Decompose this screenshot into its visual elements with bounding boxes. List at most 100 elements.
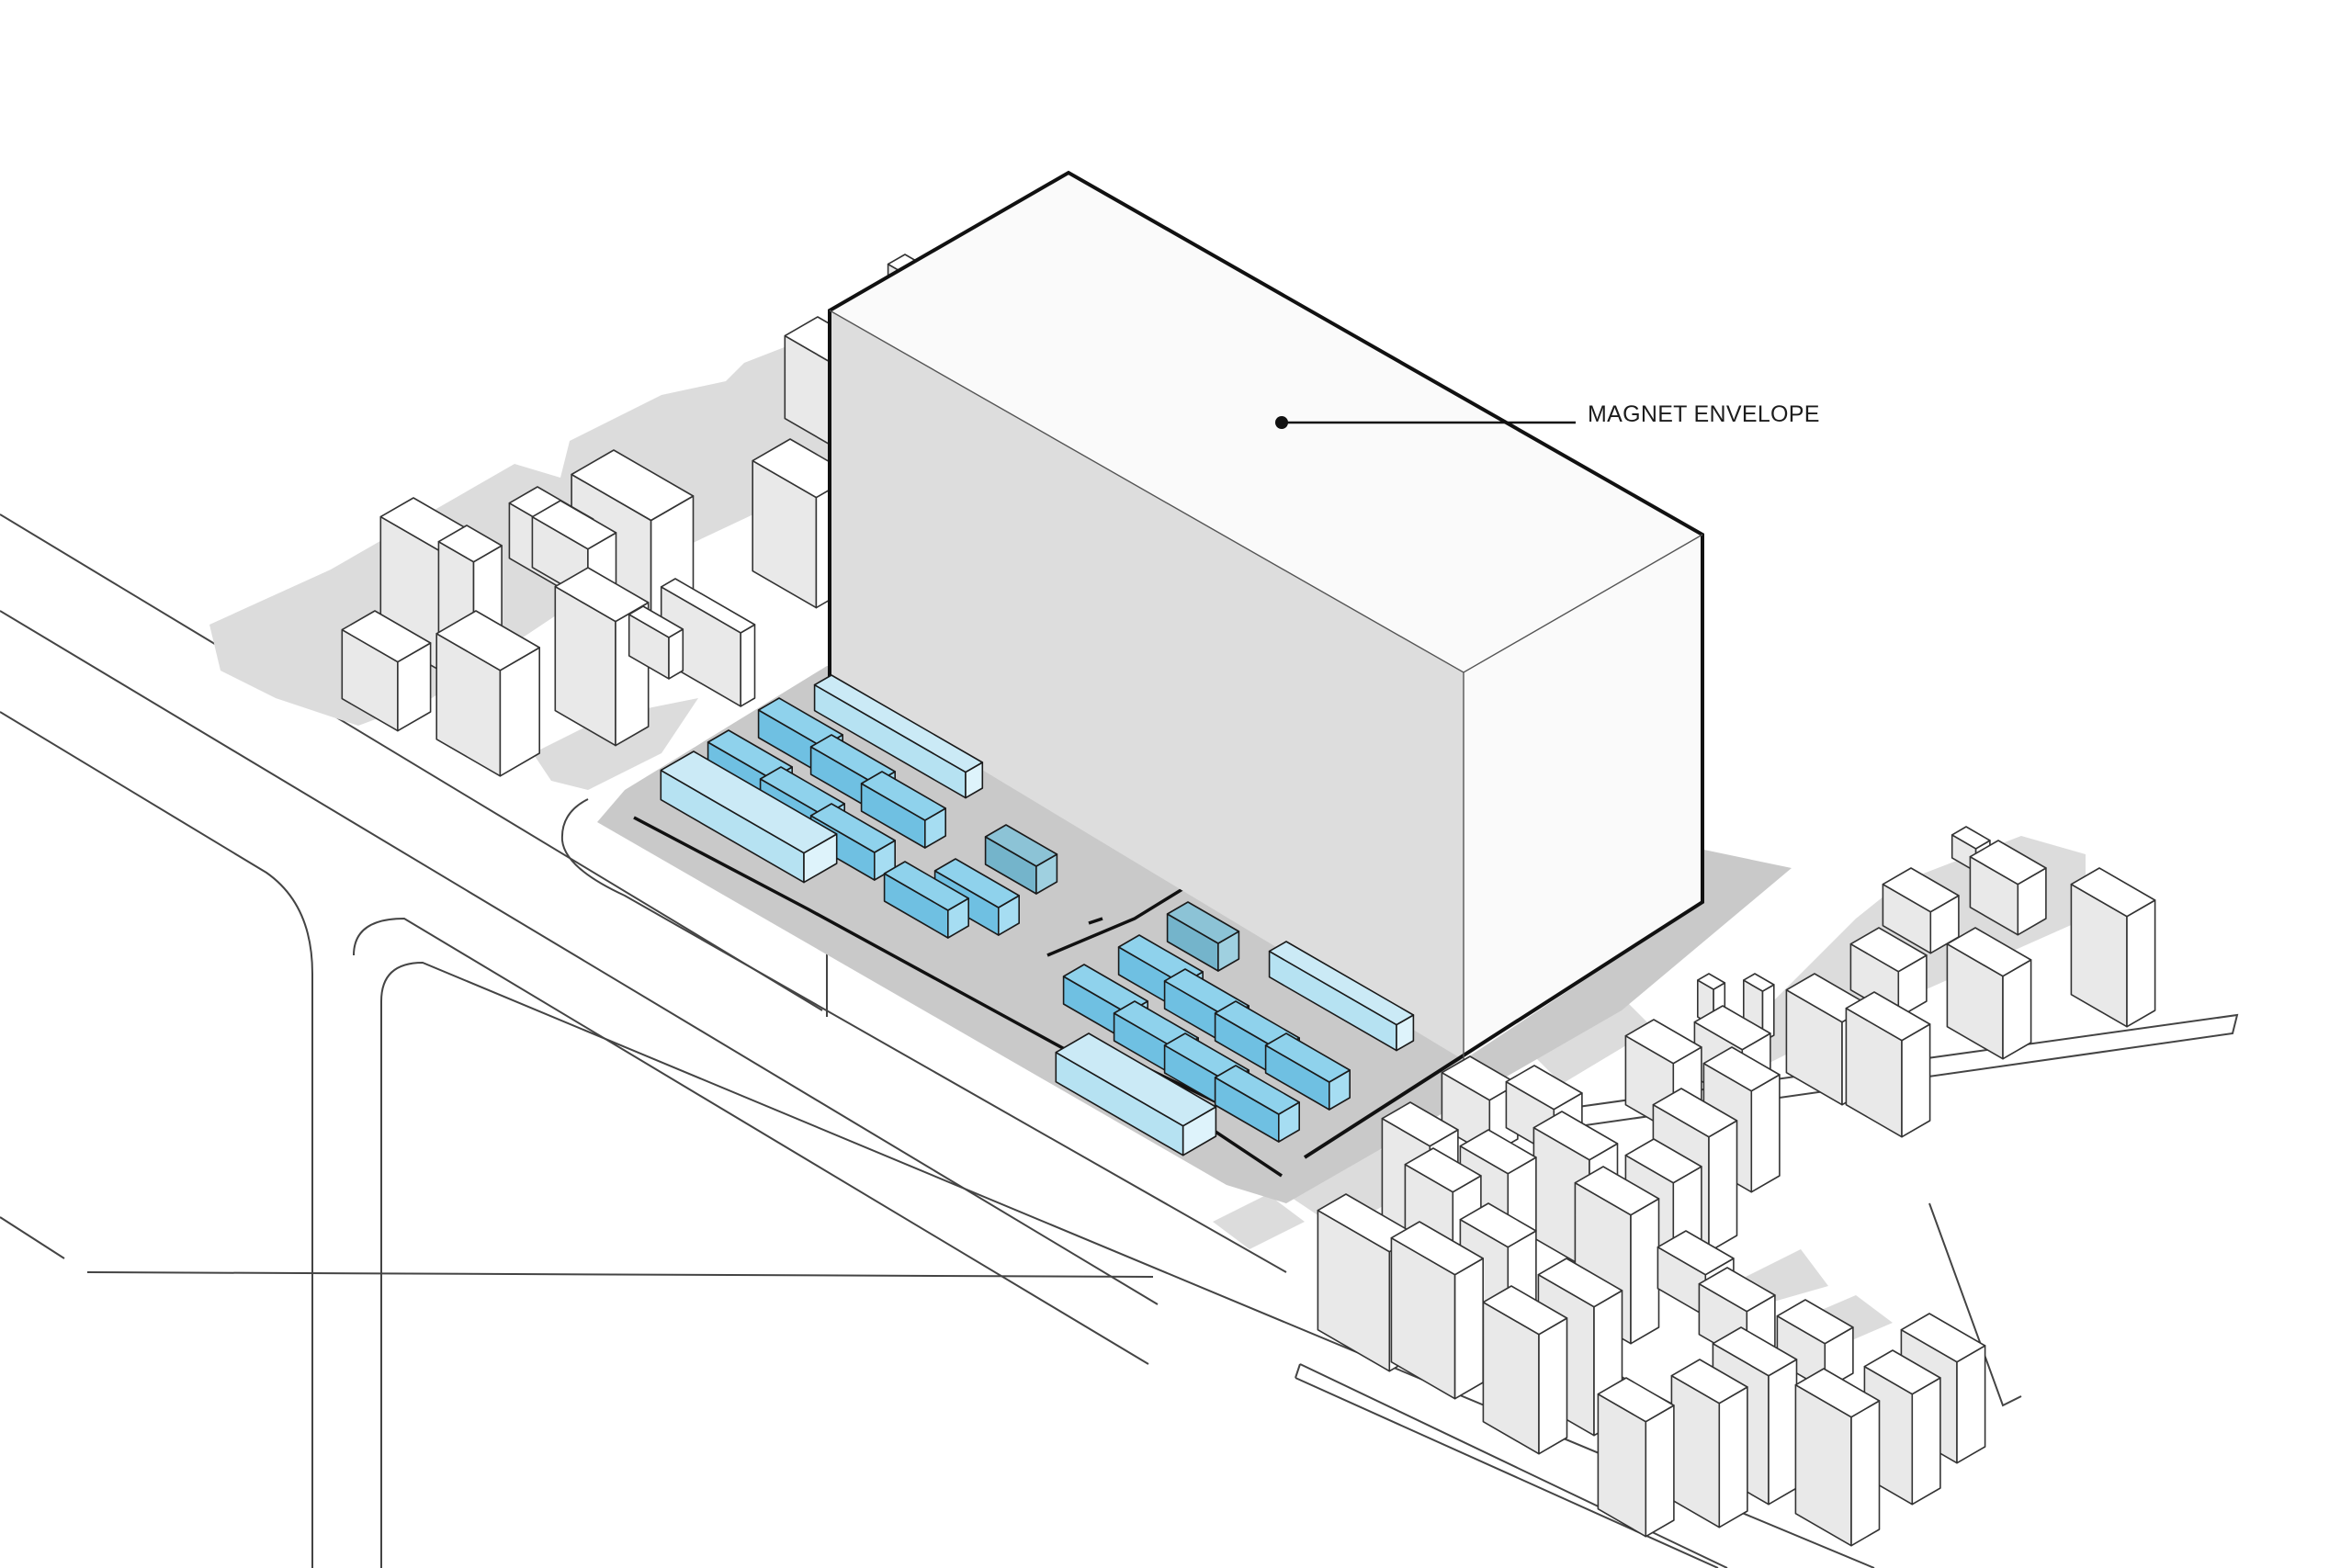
ctx-f2-top-face [1882, 867, 1960, 913]
ctx-f11-top-face [1624, 1019, 1702, 1065]
module-c2-long-back-top-face [1268, 941, 1415, 1026]
ctx-f9-top-face [1845, 991, 1931, 1042]
ctx-f21-top-face [1574, 1166, 1660, 1216]
ctx-f13 [1441, 1055, 1519, 1156]
module-c1-h-top-face [933, 858, 1020, 908]
envelope-left-face [830, 310, 1464, 1060]
modular-units [660, 674, 1415, 1156]
ctx-f35-top-face [1794, 1368, 1881, 1418]
street-lines [0, 513, 2239, 1568]
ctx-f24-right-face [1453, 1258, 1484, 1400]
ctx-f12-top-face [1702, 1046, 1781, 1092]
ctx-f14-top-face [1505, 1065, 1583, 1111]
ctx-f32 [1597, 1377, 1675, 1538]
module-c2-long-back [1268, 941, 1415, 1052]
ctx-f29 [1776, 1299, 1854, 1391]
ctx-f9 [1845, 991, 1931, 1138]
ctx-f27-top-face [1698, 1267, 1776, 1313]
ctx-f33-top-face [1900, 1313, 1986, 1363]
module-c2-long-front [1055, 1032, 1217, 1156]
ctx-f3 [2070, 867, 2156, 1028]
module-c2-f-top-face [1264, 1032, 1351, 1083]
ctx-b4-top-face [571, 449, 695, 522]
ctx-f35-right-face [1850, 1400, 1881, 1547]
ctx-f7-top-face [1743, 973, 1775, 992]
ctx-f23-top-face [1459, 1202, 1537, 1248]
module-c1-c-top-face [860, 771, 946, 821]
module-c1-c [860, 771, 946, 849]
ctx-f31-right-face [1718, 1386, 1748, 1529]
envelope-annotation: MAGNET ENVELOPE [1275, 401, 1820, 429]
ctx-b14 [628, 605, 684, 680]
module-c1-long-front-top-face [660, 750, 838, 854]
ctx-f15-right-face [1708, 1120, 1738, 1253]
ctx-f34-top-face [1863, 1349, 1941, 1395]
ctx-b11-top-face [554, 567, 650, 623]
ctx-b7-top-face [531, 500, 617, 550]
ctx-f30-right-face [1768, 1359, 1798, 1506]
ctx-f20-top-face [1624, 1138, 1702, 1184]
shadow-3 [1516, 992, 1654, 1084]
ctx-f15-top-face [1652, 1088, 1738, 1138]
ctx-f30-top-face [1712, 1326, 1798, 1377]
pad-outline [633, 816, 1283, 1178]
ctx-f32-right-face [1645, 1404, 1675, 1538]
module-c1-i [883, 861, 969, 939]
ctx-f5 [1946, 927, 2032, 1060]
ctx-f1 [1969, 840, 2047, 936]
envelope-right-face [1464, 535, 1702, 1060]
ctx-f16-top-face [1381, 1101, 1459, 1147]
ctx-f3-top-face [2070, 867, 2156, 918]
ctx-f31-top-face [1670, 1359, 1748, 1404]
ctx-f35 [1794, 1368, 1881, 1547]
module-c1-long-back-top-face [813, 674, 984, 773]
ctx-f34-right-face [1911, 1377, 1941, 1506]
module-c1-d-top-face [984, 824, 1058, 867]
ctx-f2 [1882, 867, 1960, 954]
ctx-b8-top-face [660, 578, 756, 634]
context-buildings-front [1317, 826, 2156, 1547]
ctx-b8-right-face [740, 624, 756, 707]
ctx-f19-top-face [1404, 1147, 1482, 1193]
ctx-b13 [435, 610, 541, 777]
ctx-b12 [341, 610, 432, 732]
ctx-f18-top-face [1459, 1129, 1537, 1175]
ctx-f29-top-face [1776, 1299, 1854, 1345]
module-c1-long-front [660, 750, 838, 884]
ctx-b10-top-face [437, 525, 503, 563]
ctx-f6-top-face [1697, 973, 1726, 990]
ctx-f28 [1482, 1285, 1568, 1455]
ctx-f13-top-face [1441, 1055, 1519, 1101]
ctx-f9-right-face [1901, 1023, 1931, 1138]
ctx-f21-right-face [1630, 1198, 1660, 1345]
ctx-b8 [660, 578, 756, 707]
ctx-f25-top-face [1657, 1230, 1735, 1276]
module-c1-long-back [813, 674, 984, 799]
ctx-f28-top-face [1482, 1285, 1568, 1336]
ctx-f24-top-face [1390, 1221, 1484, 1276]
module-c1-d [984, 824, 1058, 895]
envelope-label: MAGNET ENVELOPE [1588, 401, 1820, 427]
ctx-f31 [1670, 1359, 1748, 1529]
envelope-outline [828, 170, 1704, 1159]
ctx-f17-top-face [1532, 1111, 1619, 1161]
envelope-top-face [830, 173, 1702, 672]
ctx-f4-top-face [1849, 927, 1928, 973]
ctx-f26-top-face [1537, 1258, 1623, 1308]
module-c2-f [1264, 1032, 1351, 1111]
module-c2-long-front-top-face [1055, 1032, 1217, 1127]
shadow-4 [1213, 1194, 1305, 1249]
ctx-f32-top-face [1597, 1377, 1675, 1423]
ctx-f24 [1390, 1221, 1484, 1400]
ctx-f1-top-face [1969, 840, 2047, 886]
module-c2-i-top-face [1214, 1065, 1300, 1115]
ctx-f0-top-face [1951, 826, 1991, 850]
ctx-b13-top-face [435, 610, 541, 671]
ctx-b14-top-face [628, 605, 684, 638]
ctx-b12-top-face [341, 610, 432, 663]
module-c1-g-top-face [809, 803, 897, 853]
ctx-f10-top-face [1693, 1005, 1771, 1051]
ctx-f5-right-face [2002, 959, 2032, 1060]
ctx-f12-right-face [1750, 1074, 1781, 1193]
